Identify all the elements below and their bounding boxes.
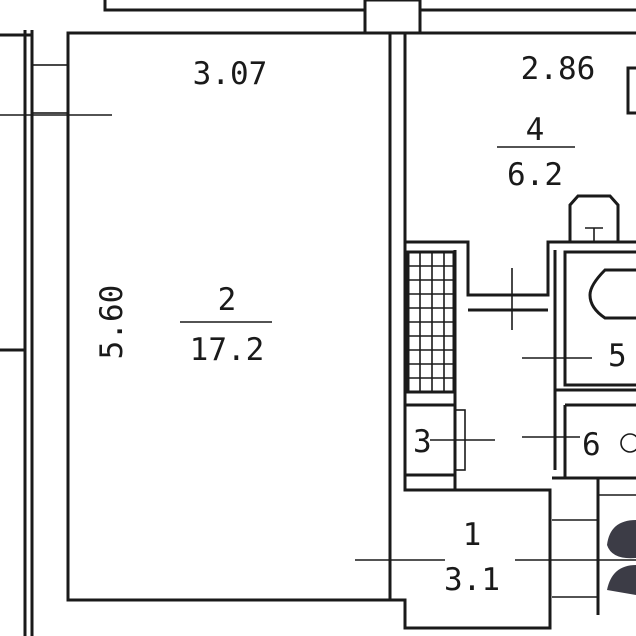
room-4-number: 4	[526, 112, 545, 148]
room-2-area: 17.2	[190, 332, 265, 368]
room-4-width-label: 2.86	[521, 51, 596, 87]
room-5-number: 5	[608, 338, 627, 374]
room-2-outline	[66, 31, 392, 602]
room-6-number: 6	[582, 427, 601, 463]
room-4-area: 6.2	[507, 157, 563, 193]
room-2-width-label: 3.07	[193, 56, 268, 92]
ventilation-shaft	[406, 250, 456, 394]
room-1-area: 3.1	[444, 562, 500, 598]
room-2-number: 2	[218, 282, 237, 318]
room-3-number: 3	[413, 424, 432, 460]
toilet-icon	[620, 433, 636, 453]
leader-lines	[430, 268, 592, 441]
interior-walls	[355, 33, 636, 630]
sink-icon	[626, 66, 636, 115]
room-2-length-label: 5.60	[94, 285, 130, 360]
room-1-number: 1	[463, 517, 482, 553]
stove-icon	[568, 194, 620, 242]
bathtub-icon	[563, 250, 636, 387]
image-blob	[607, 520, 636, 595]
